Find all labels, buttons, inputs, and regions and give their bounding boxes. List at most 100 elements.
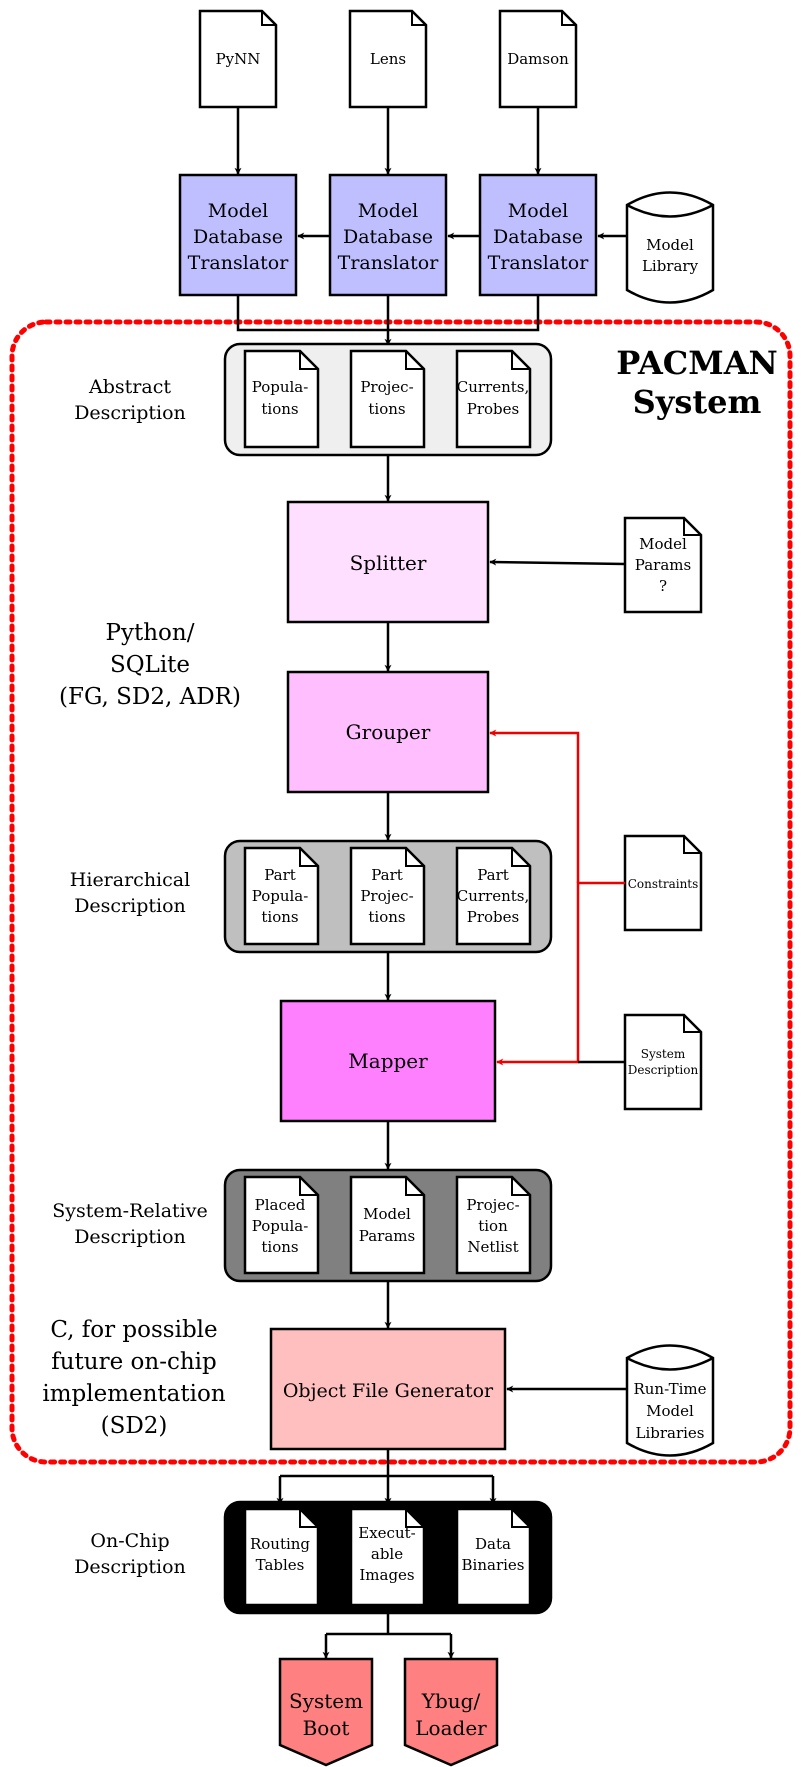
fanout-lines-ofg xyxy=(280,1449,493,1478)
doc-currents-probes: Currents, Probes xyxy=(455,349,532,449)
label-hierarchical-line1: Hierarchical xyxy=(70,869,190,891)
doc-model-params-line3: ? xyxy=(659,577,667,595)
translator-3: Model Database Translator xyxy=(478,173,598,297)
doc-part-projections-line3: tions xyxy=(368,908,405,926)
splitter-label: Splitter xyxy=(350,551,427,575)
doc-constraints-label: Constraints xyxy=(628,877,699,891)
pacman-title-line2: System xyxy=(633,383,762,421)
doc-placed-populations-line1: Placed xyxy=(255,1196,306,1214)
pacman-title-line1: PACMAN xyxy=(616,344,778,382)
runtime-libraries-line1: Run-Time xyxy=(633,1380,706,1398)
doc-system-description: System Description xyxy=(623,1013,703,1111)
doc-model-params-placed-line1: Model xyxy=(363,1205,411,1223)
label-c-line4: (SD2) xyxy=(101,1413,168,1439)
translator-1: Model Database Translator xyxy=(178,173,298,297)
doc-placed-populations-line3: tions xyxy=(261,1238,298,1256)
doc-part-currents-probes-line3: Probes xyxy=(467,908,519,926)
translator-2-line3: Translator xyxy=(338,252,440,274)
doc-populations: Popula- tions xyxy=(243,349,320,449)
label-on-chip-line1: On-Chip xyxy=(90,1530,169,1552)
output-system-boot-line1: System xyxy=(289,1689,363,1713)
translator-3-line3: Translator xyxy=(488,252,590,274)
doc-system-description-line1: System xyxy=(641,1047,686,1061)
doc-executable-images-line1: Execut- xyxy=(358,1524,415,1542)
pacman-boundary xyxy=(9,319,793,1465)
label-c-line1: C, for possible xyxy=(50,1317,217,1343)
doc-executable-images-line3: Images xyxy=(359,1566,414,1584)
label-hierarchical-line2: Description xyxy=(74,895,186,917)
label-abstract-line2: Description xyxy=(74,402,186,424)
output-ybug-loader-line1: Ybug/ xyxy=(421,1689,481,1713)
doc-executable-images: Execut- able Images xyxy=(349,1507,426,1607)
model-library-line1: Model xyxy=(646,236,694,254)
runtime-libraries-line3: Libraries xyxy=(635,1424,704,1442)
runtime-libraries-line2: Model xyxy=(646,1402,694,1420)
doc-model-params-placed-line2: Params xyxy=(359,1227,415,1245)
output-system-boot: System Boot xyxy=(278,1657,374,1767)
arrow-params-splitter xyxy=(489,558,626,566)
doc-currents-probes-line1: Currents, xyxy=(457,378,530,396)
label-python-line3: (FG, SD2, ADR) xyxy=(59,684,241,710)
doc-part-currents-probes: Part Currents, Probes xyxy=(455,846,532,946)
grouper-box xyxy=(286,670,490,794)
model-library-line2: Library xyxy=(642,257,699,275)
output-system-boot-line2: Boot xyxy=(303,1716,350,1740)
translator-1-line2: Database xyxy=(193,226,283,248)
doc-data-binaries-line2: Binaries xyxy=(462,1556,525,1574)
doc-data-binaries-line1: Data xyxy=(475,1535,511,1553)
doc-part-populations-line2: Popula- xyxy=(252,887,309,905)
doc-model-params-line2: Params xyxy=(635,556,691,574)
doc-routing-tables: Routing Tables xyxy=(243,1507,320,1607)
doc-constraints: Constraints xyxy=(623,834,703,932)
doc-populations-line2: tions xyxy=(261,400,298,418)
mapper-box xyxy=(279,999,497,1123)
doc-part-populations: Part Popula- tions xyxy=(243,846,320,946)
doc-projections-line2: tions xyxy=(368,400,405,418)
translator-1-line1: Model xyxy=(208,200,268,222)
doc-part-projections-line1: Part xyxy=(371,866,403,884)
translator-2: Model Database Translator xyxy=(328,173,448,297)
grouper-label: Grouper xyxy=(346,720,431,744)
label-c-line3: implementation xyxy=(42,1381,225,1407)
doc-routing-tables-line1: Routing xyxy=(250,1535,310,1553)
doc-placed-populations-line2: Popula- xyxy=(252,1217,309,1235)
label-on-chip-line2: Description xyxy=(74,1556,186,1578)
splitter-box xyxy=(286,500,490,624)
doc-part-populations-line3: tions xyxy=(261,908,298,926)
doc-model-params: Model Params ? xyxy=(623,516,703,614)
translator-2-line1: Model xyxy=(358,200,418,222)
merge-lines-outputs xyxy=(326,1613,451,1636)
label-python-line2: SQLite xyxy=(110,652,190,678)
constraint-route-grouper xyxy=(489,729,580,883)
doc-executable-images-line2: able xyxy=(371,1545,403,1563)
input-doc-lens: Lens xyxy=(348,9,428,109)
ofg-box xyxy=(269,1327,507,1451)
label-system-relative-line2: Description xyxy=(74,1226,186,1248)
doc-projection-netlist-line1: Projec- xyxy=(466,1196,519,1214)
doc-part-projections-line2: Projec- xyxy=(360,887,413,905)
doc-projection-netlist: Projec- tion Netlist xyxy=(455,1175,532,1275)
label-abstract-line1: Abstract xyxy=(88,376,171,398)
doc-model-params-line1: Model xyxy=(639,535,687,553)
input-doc-lens-label: Lens xyxy=(370,50,406,68)
output-ybug-loader: Ybug/ Loader xyxy=(403,1657,499,1767)
doc-populations-line1: Popula- xyxy=(252,378,309,396)
translator-1-line3: Translator xyxy=(188,252,290,274)
doc-projection-netlist-line3: Netlist xyxy=(467,1238,518,1256)
doc-part-currents-probes-line1: Part xyxy=(477,866,509,884)
doc-data-binaries: Data Binaries xyxy=(455,1507,532,1607)
translator-3-line1: Model xyxy=(508,200,568,222)
label-c-line2: future on-chip xyxy=(51,1349,217,1375)
output-ybug-loader-line2: Loader xyxy=(415,1716,487,1740)
mapper-label: Mapper xyxy=(348,1049,428,1073)
doc-system-description-line2: Description xyxy=(628,1063,699,1077)
doc-placed-populations: Placed Popula- tions xyxy=(243,1175,320,1275)
input-doc-damson: Damson xyxy=(498,9,578,109)
merge-lines-translators xyxy=(236,295,540,332)
doc-projections: Projec- tions xyxy=(349,349,426,449)
input-doc-pynn: PyNN xyxy=(198,9,278,109)
ofg-label: Object File Generator xyxy=(283,1380,494,1402)
doc-currents-probes-line2: Probes xyxy=(467,400,519,418)
